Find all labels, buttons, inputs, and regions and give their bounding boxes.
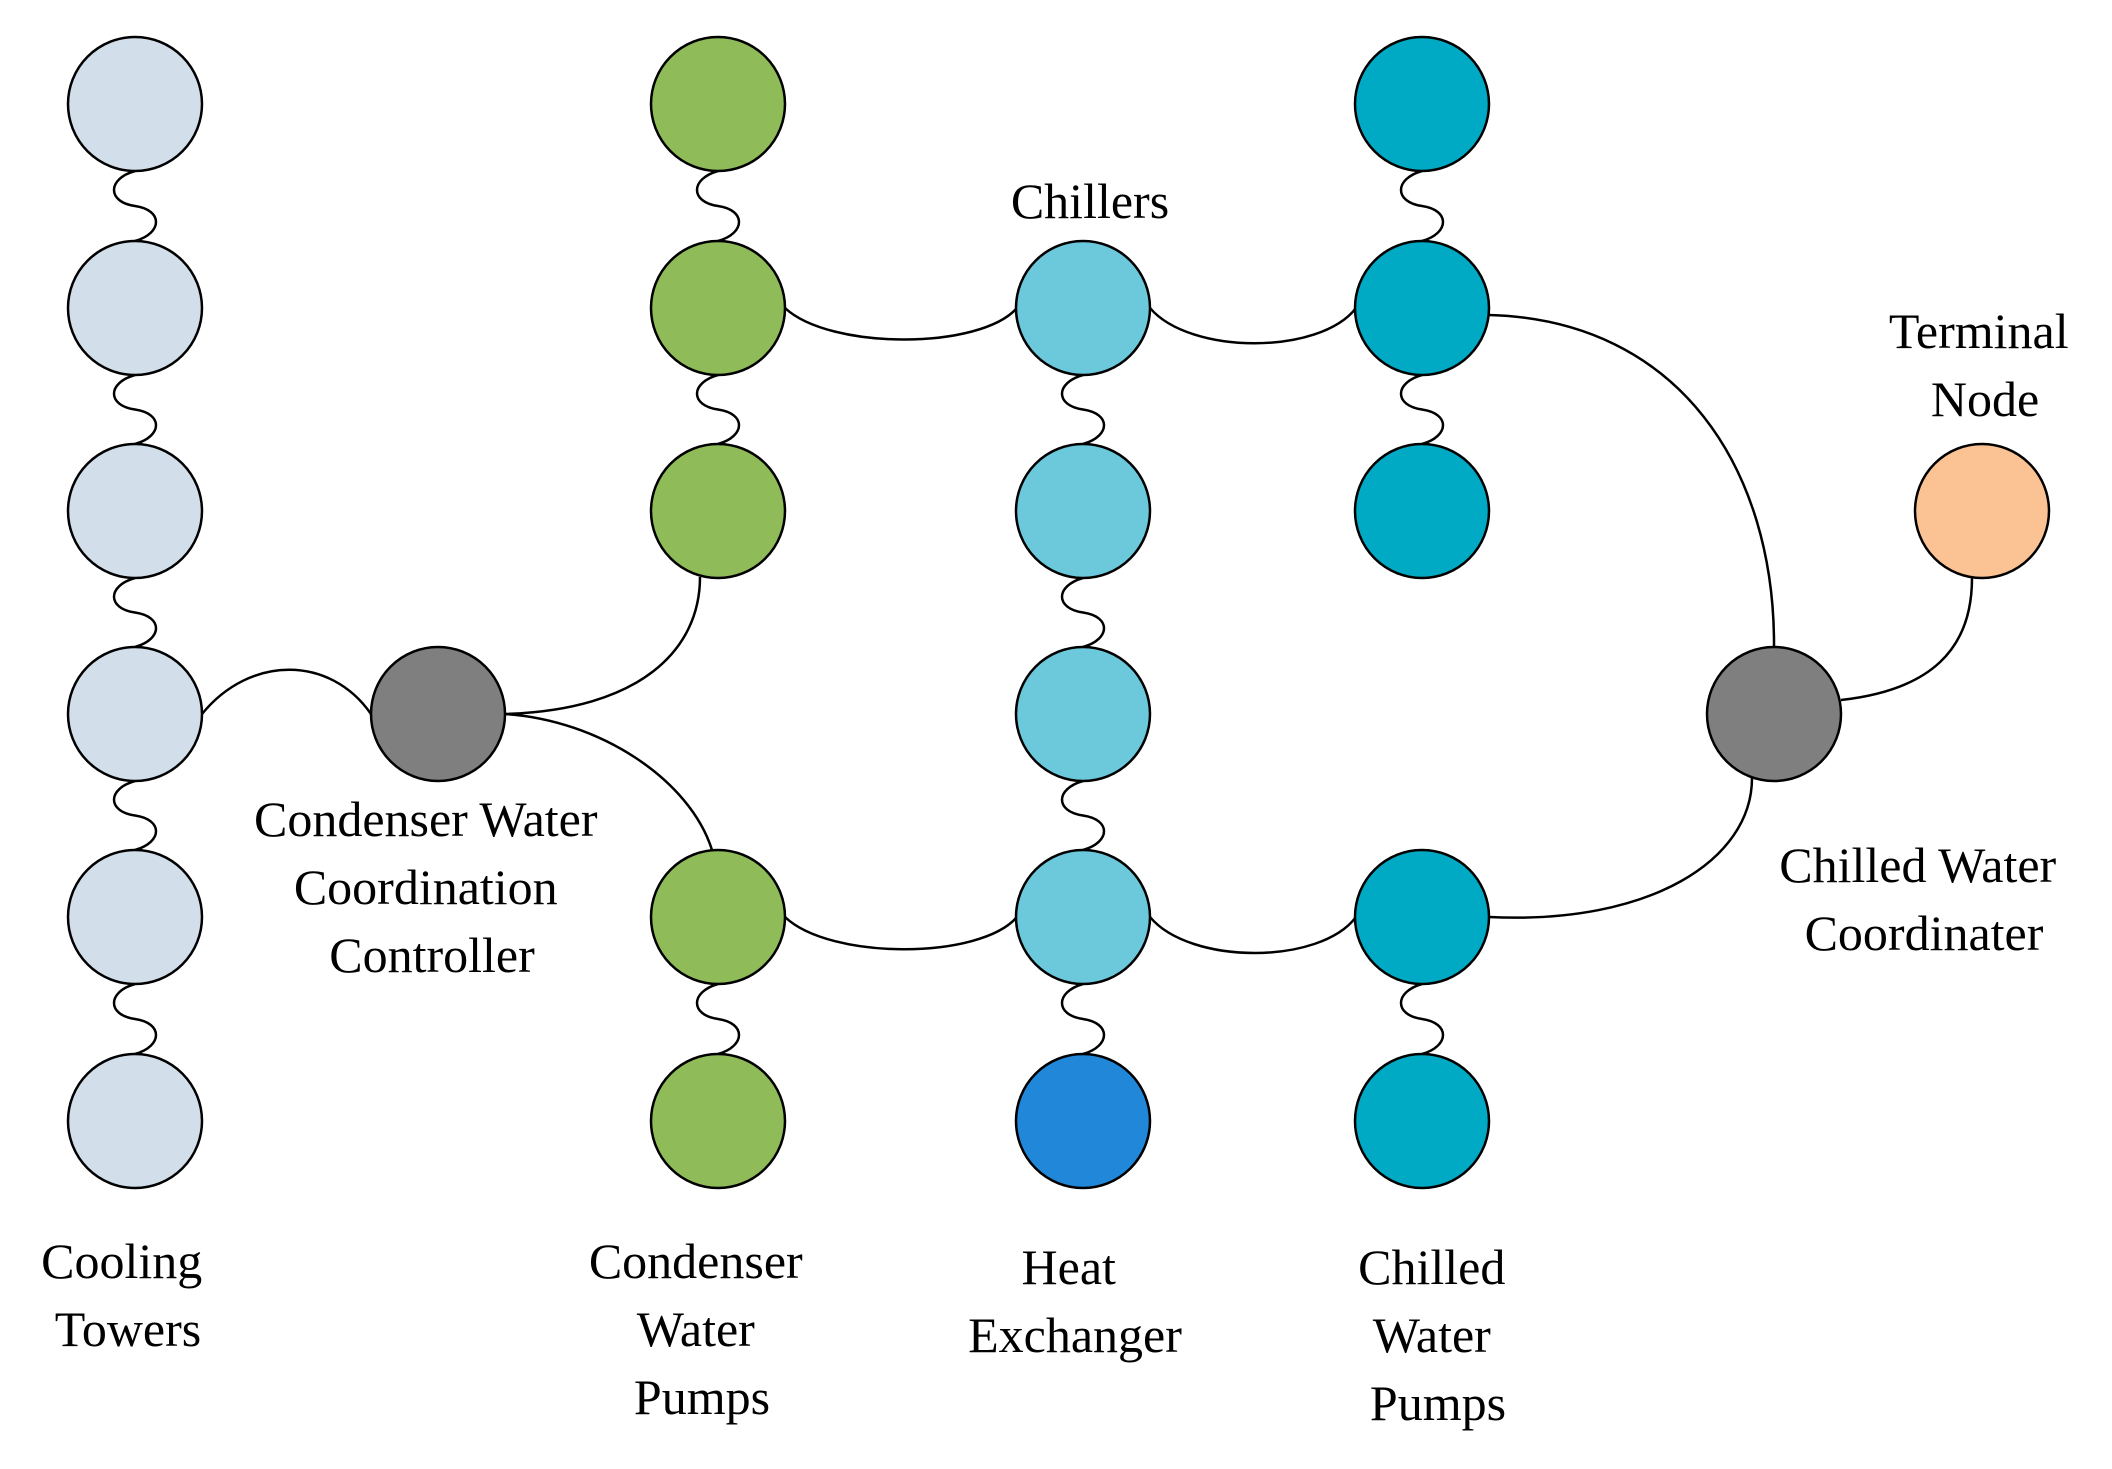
- label-chilled-coordinator: Chilled Water Coordinater: [1779, 837, 2068, 961]
- cooling-towers-node-4: [66, 645, 204, 783]
- label-chilled-pumps-line2: Water: [1373, 1307, 1491, 1363]
- label-terminal-node-line2: Node: [1931, 371, 2039, 427]
- link-cooling-tower-1: [113, 169, 157, 243]
- link-cooling-tower-2: [113, 373, 157, 446]
- link-cooling-tower-4: [113, 779, 157, 852]
- terminal-node-1: [1913, 442, 2051, 580]
- chilled-pumps-node-4: [1353, 848, 1491, 986]
- label-cooling-towers-line1: Cooling: [41, 1233, 202, 1289]
- link-condenser-pump-3: [696, 982, 740, 1056]
- label-heat-exchanger-line1: Heat: [1022, 1239, 1116, 1295]
- chilled-pumps-node-5: [1353, 1052, 1491, 1190]
- link-chiller-2: [1061, 576, 1105, 649]
- nodes: [66, 35, 2051, 1190]
- link-cooling-tower-3: [113, 576, 157, 649]
- condenser-pumps-node-1: [649, 35, 787, 173]
- label-chilled-coordinator-line1: Chilled Water: [1779, 837, 2056, 893]
- arc-condenser-pump-chiller-top: [784, 307, 1018, 341]
- label-condenser-controller-line2: Coordination: [294, 859, 558, 915]
- arc-controller-condenser-pump-bottom: [504, 712, 714, 851]
- condenser-pumps-node-2: [649, 239, 787, 377]
- arc-chiller-chilled-pump-top: [1149, 307, 1357, 345]
- chillers-node-2: [1014, 442, 1152, 580]
- label-condenser-controller-line1: Condenser Water: [254, 791, 598, 847]
- arc-controller-condenser-pump-top: [504, 576, 702, 716]
- chilled-pumps-node-3: [1353, 442, 1491, 580]
- chilled-pumps-node-1: [1353, 35, 1491, 173]
- link-cooling-tower-5: [113, 982, 157, 1056]
- arc-condenser-pump-chiller-bottom: [784, 916, 1018, 951]
- label-cooling-towers-line2: Towers: [55, 1301, 201, 1357]
- cooling-towers-node-2: [66, 239, 204, 377]
- condenser-controller-node-1: [369, 645, 507, 783]
- cooling-towers-node-1: [66, 35, 204, 173]
- link-condenser-pump-2: [696, 373, 740, 446]
- link-chilled-pump-1: [1400, 169, 1444, 243]
- connections: [113, 169, 1974, 1056]
- label-heat-exchanger: Heat Exchanger: [968, 1239, 1182, 1363]
- condenser-pumps-node-3: [649, 442, 787, 580]
- label-terminal-node-line1: Terminal: [1889, 303, 2069, 359]
- label-chilled-coordinator-line2: Coordinater: [1805, 905, 2044, 961]
- label-chillers: Chillers: [1011, 173, 1169, 229]
- arc-cooling-tower-controller: [201, 668, 373, 715]
- cooling-towers-node-5: [66, 848, 204, 986]
- condenser-pumps-node-5: [649, 1052, 787, 1190]
- label-heat-exchanger-line2: Exchanger: [968, 1307, 1182, 1363]
- label-condenser-controller: Condenser Water Coordination Controller: [254, 791, 610, 983]
- arc-chilled-pump-coordinator-bottom: [1488, 777, 1754, 919]
- label-condenser-controller-line3: Controller: [329, 927, 535, 983]
- label-condenser-pumps-line3: Pumps: [634, 1369, 770, 1425]
- chilled-coordinator-node-1: [1705, 645, 1843, 783]
- label-chilled-pumps-line1: Chilled: [1358, 1239, 1505, 1295]
- label-condenser-pumps-line1: Condenser: [589, 1233, 803, 1289]
- chilled-pumps-node-2: [1353, 239, 1491, 377]
- link-chiller-3: [1061, 779, 1105, 852]
- label-condenser-pumps: Condenser Water Pumps: [589, 1233, 815, 1425]
- condenser-pumps-node-4: [649, 848, 787, 986]
- cooling-towers-node-6: [66, 1052, 204, 1190]
- chillers-node-4: [1014, 848, 1152, 986]
- label-chilled-pumps-line3: Pumps: [1370, 1375, 1506, 1431]
- link-chiller-1: [1061, 373, 1105, 446]
- chillers-node-3: [1014, 645, 1152, 783]
- link-heat-exchanger: [1061, 982, 1105, 1056]
- label-chillers-line1: Chillers: [1011, 173, 1169, 229]
- label-terminal-node: Terminal Node: [1889, 303, 2081, 427]
- arc-coordinator-terminal: [1840, 577, 1974, 702]
- link-condenser-pump-1: [696, 169, 740, 243]
- heat-exchanger-node-1: [1014, 1052, 1152, 1190]
- arc-chiller-chilled-pump-bottom: [1149, 916, 1357, 955]
- label-chilled-pumps: Chilled Water Pumps: [1358, 1239, 1518, 1431]
- link-chilled-pump-3: [1400, 982, 1444, 1056]
- cooling-towers-node-3: [66, 442, 204, 580]
- labels: Cooling Towers Condenser Water Coordinat…: [41, 173, 2081, 1431]
- link-chilled-pump-2: [1400, 373, 1444, 446]
- chillers-node-1: [1014, 239, 1152, 377]
- arc-chilled-pump-coordinator-top: [1488, 313, 1776, 648]
- label-cooling-towers: Cooling Towers: [41, 1233, 215, 1357]
- label-condenser-pumps-line2: Water: [637, 1301, 755, 1357]
